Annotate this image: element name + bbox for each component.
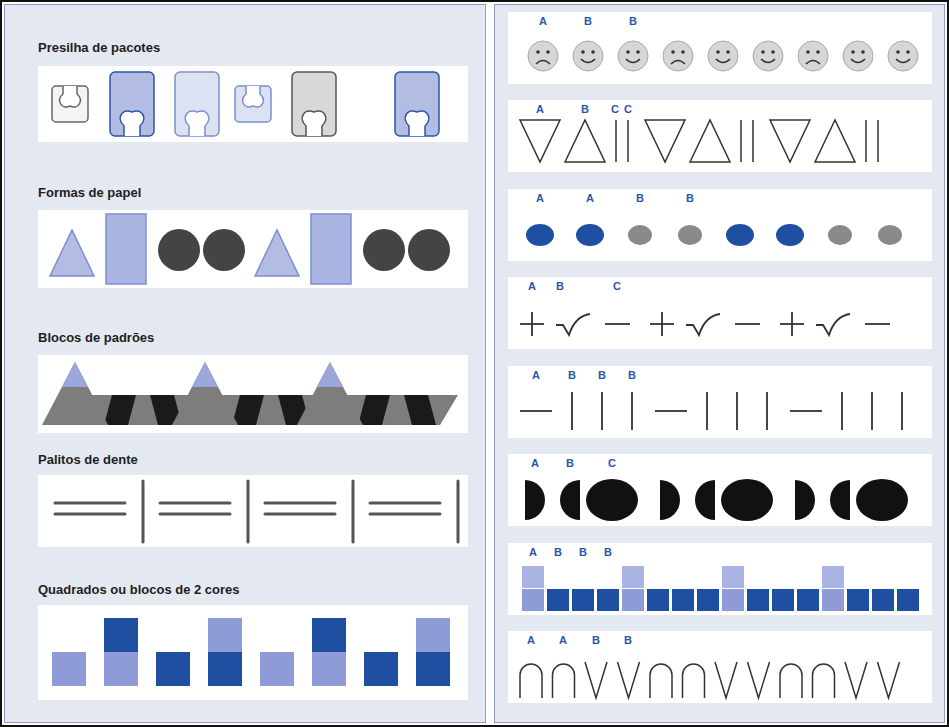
- pattern-letter: A: [529, 546, 537, 559]
- section-heading: Quadrados ou blocos de 2 cores: [38, 582, 240, 598]
- pattern-letter: A: [539, 15, 547, 28]
- pattern-letter: A: [532, 369, 540, 382]
- pattern-section: Blocos de padrões: [38, 328, 468, 433]
- pattern-letter: C: [624, 103, 632, 116]
- pattern-letter: A: [586, 192, 594, 205]
- section-heading: Formas de papel: [38, 185, 141, 201]
- pattern-letter: B: [604, 546, 612, 559]
- pattern-letter: B: [592, 634, 600, 647]
- pattern-letter: B: [568, 369, 576, 382]
- pattern-letter: C: [611, 103, 619, 116]
- pattern-letter: B: [686, 192, 694, 205]
- pattern-letter: B: [598, 369, 606, 382]
- pattern-letter: B: [584, 15, 592, 28]
- pattern-letter: B: [581, 103, 589, 116]
- pattern-letter: B: [624, 634, 632, 647]
- pattern-letter: B: [556, 280, 564, 293]
- pattern-letter: B: [579, 546, 587, 559]
- pattern-letter: B: [628, 369, 636, 382]
- pattern-letter: A: [536, 103, 544, 116]
- pattern-letter: C: [608, 457, 616, 470]
- pattern-section: Formas de papel: [38, 183, 468, 288]
- pattern-letter: A: [531, 457, 539, 470]
- section-heading: Blocos de padrões: [38, 330, 154, 346]
- pattern-letter: B: [554, 546, 562, 559]
- section-heading: Presilha de pacotes: [38, 40, 160, 56]
- section-heading: Palitos de dente: [38, 452, 138, 468]
- pattern-letter: B: [629, 15, 637, 28]
- pattern-letter: A: [527, 634, 535, 647]
- pattern-section: Palitos de dente: [38, 450, 468, 547]
- pattern-letter: A: [536, 192, 544, 205]
- pattern-letter: A: [528, 280, 536, 293]
- pattern-letter: B: [636, 192, 644, 205]
- pattern-letter: A: [559, 634, 567, 647]
- pattern-section: Presilha de pacotes: [38, 38, 468, 142]
- pattern-letter: B: [566, 457, 574, 470]
- pattern-letter: C: [613, 280, 621, 293]
- pattern-section: Quadrados ou blocos de 2 cores: [38, 580, 468, 700]
